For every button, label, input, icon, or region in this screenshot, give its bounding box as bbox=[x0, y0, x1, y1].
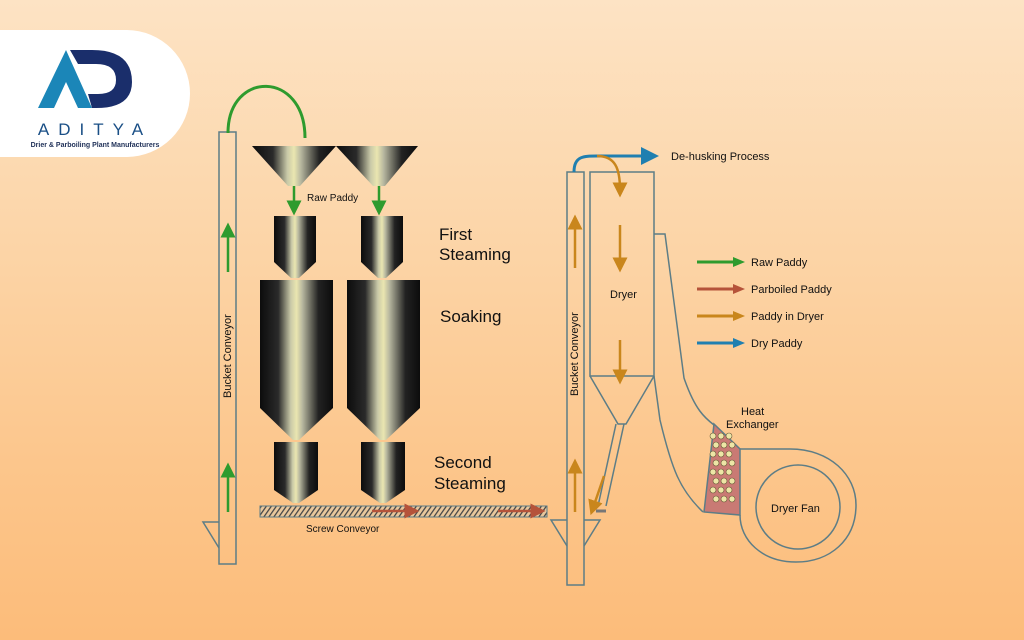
tube-icon bbox=[720, 495, 728, 503]
tube-icon bbox=[720, 477, 728, 485]
tube-icon bbox=[728, 459, 736, 467]
tube-icon bbox=[712, 477, 720, 485]
legend-item: Raw Paddy bbox=[697, 257, 808, 269]
legend-label: Parboiled Paddy bbox=[751, 284, 832, 296]
dryer-fan: Dryer Fan bbox=[739, 448, 857, 563]
logo-title: ADITYA bbox=[37, 120, 153, 139]
tube-icon bbox=[728, 495, 736, 503]
right-conveyor-label: Bucket Conveyor bbox=[569, 312, 581, 396]
tube-icon bbox=[725, 450, 733, 458]
tube-icon bbox=[728, 441, 736, 449]
tube-icon bbox=[709, 486, 717, 494]
tube-icon bbox=[712, 495, 720, 503]
legend-arrowhead-icon bbox=[733, 338, 745, 348]
legend-item: Parboiled Paddy bbox=[697, 284, 832, 296]
screw-conveyor-label: Screw Conveyor bbox=[306, 524, 380, 535]
left-bucket-conveyor: Bucket Conveyor bbox=[201, 84, 307, 565]
hopper-label: Raw Paddy bbox=[307, 193, 358, 204]
legend-arrowhead-icon bbox=[733, 284, 745, 294]
logo-subtitle: Drier & Parboiling Plant Manufacturers bbox=[30, 142, 160, 149]
second-steaming-vessels bbox=[274, 442, 405, 503]
tube-icon bbox=[725, 432, 733, 440]
soaking-label: Soaking bbox=[440, 307, 501, 326]
tube-icon bbox=[720, 459, 728, 467]
legend-arrowhead-icon bbox=[733, 257, 745, 267]
first-steaming-label-2: Steaming bbox=[439, 245, 511, 264]
raw-paddy-hoppers: Raw Paddy bbox=[252, 146, 418, 216]
legend-item: Paddy in Dryer bbox=[697, 311, 824, 323]
tube-icon bbox=[709, 468, 717, 476]
second-steaming-label-1: Second bbox=[434, 453, 492, 472]
left-conveyor-label: Bucket Conveyor bbox=[222, 314, 234, 398]
dryer: Dryer bbox=[588, 154, 655, 516]
dryer-label: Dryer bbox=[610, 289, 637, 301]
logo-mark-icon bbox=[38, 50, 132, 108]
legend-arrowhead-icon bbox=[733, 311, 745, 321]
legend-label: Raw Paddy bbox=[751, 257, 808, 269]
first-steaming-vessels bbox=[274, 216, 403, 278]
tube-icon bbox=[709, 432, 717, 440]
tube-icon bbox=[712, 441, 720, 449]
heat-exchanger-label-2: Exchanger bbox=[726, 419, 779, 431]
tube-icon bbox=[717, 432, 725, 440]
legend-label: Paddy in Dryer bbox=[751, 311, 824, 323]
first-steaming-label-1: First bbox=[439, 225, 472, 244]
right-bucket-conveyor: Bucket Conveyor De-husking Process bbox=[549, 147, 770, 586]
tube-icon bbox=[725, 468, 733, 476]
tube-icon bbox=[709, 450, 717, 458]
tube-icon bbox=[717, 468, 725, 476]
soaking-tanks bbox=[260, 280, 420, 440]
second-steaming-label-2: Steaming bbox=[434, 474, 506, 493]
dehusking-label: De-husking Process bbox=[671, 151, 770, 163]
tube-icon bbox=[728, 477, 736, 485]
heat-exchanger: Heat Exchanger bbox=[703, 406, 779, 516]
screw-conveyor: Screw Conveyor bbox=[259, 503, 548, 535]
tube-icon bbox=[725, 486, 733, 494]
logo-card: ADITYA Drier & Parboiling Plant Manufact… bbox=[0, 30, 190, 157]
tube-icon bbox=[712, 459, 720, 467]
heat-exchanger-label-1: Heat bbox=[741, 406, 764, 418]
air-duct bbox=[653, 233, 715, 513]
tube-icon bbox=[717, 450, 725, 458]
tube-icon bbox=[720, 441, 728, 449]
legend-item: Dry Paddy bbox=[697, 338, 803, 350]
tube-icon bbox=[717, 486, 725, 494]
legend-label: Dry Paddy bbox=[751, 338, 803, 350]
dryer-fan-label: Dryer Fan bbox=[771, 503, 820, 515]
